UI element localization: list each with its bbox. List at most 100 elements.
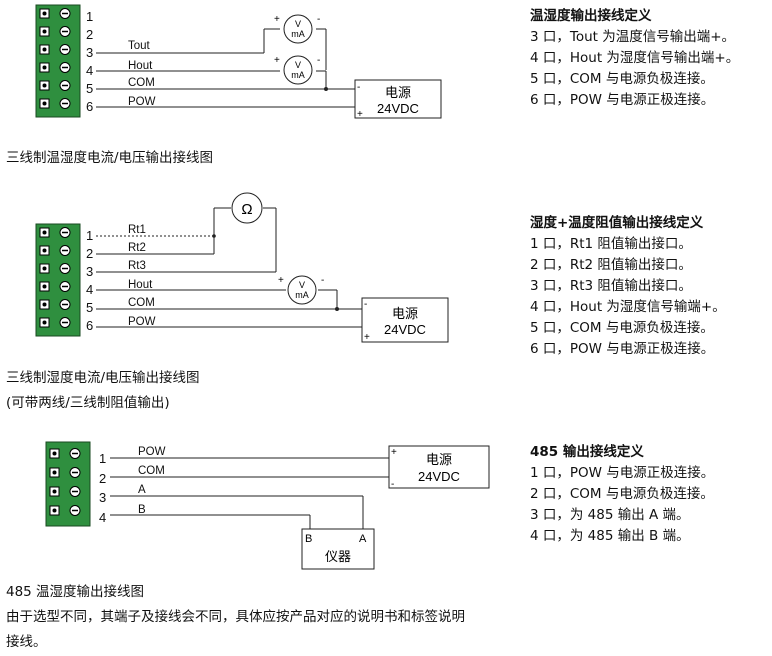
svg-text:mA: mA bbox=[295, 290, 309, 300]
definitions-panel-1: 温湿度输出接线定义 3 口，Tout 为温度信号输出端+。 4 口，Hout 为… bbox=[530, 6, 739, 111]
svg-text:B: B bbox=[138, 504, 146, 516]
definition-line: 3 口，Rt3 阻值输出接口。 bbox=[530, 278, 692, 294]
power-supply-1: 电源 24VDC - + bbox=[354, 79, 442, 120]
svg-text:Rt1: Rt1 bbox=[128, 224, 146, 236]
note-text: 接线。 bbox=[6, 634, 47, 650]
junction-dot bbox=[212, 234, 216, 238]
wire-labels-3: POW COM A B bbox=[138, 446, 166, 516]
svg-text:+: + bbox=[391, 447, 397, 458]
svg-text:Rt3: Rt3 bbox=[128, 260, 146, 272]
svg-text:-: - bbox=[357, 82, 360, 93]
svg-text:24VDC: 24VDC bbox=[377, 101, 419, 116]
definition-line: 4 口，Hout 为湿度信号输出端+。 bbox=[530, 50, 740, 66]
svg-text:+: + bbox=[274, 14, 280, 25]
terminal-block-3 bbox=[45, 441, 91, 527]
definitions-title: 485 输出接线定义 bbox=[530, 444, 644, 460]
ohm-meter-icon: Ω bbox=[231, 192, 263, 224]
pin-numbers-3: 12 34 bbox=[99, 451, 106, 525]
svg-text:A: A bbox=[138, 484, 146, 496]
svg-text:4: 4 bbox=[86, 63, 93, 78]
definition-line: 4 口，为 485 输出 B 端。 bbox=[530, 528, 690, 544]
svg-text:POW: POW bbox=[138, 446, 166, 458]
wire-labels-1: Tout Hout COM POW bbox=[128, 40, 156, 108]
definition-line: 5 口，COM 与电源负极连接。 bbox=[530, 71, 714, 87]
svg-text:1: 1 bbox=[86, 228, 93, 243]
diagram-caption: (可带两线/三线制阻值输出) bbox=[6, 395, 170, 411]
meter-icon: V mA + - bbox=[274, 55, 320, 85]
svg-text:仪器: 仪器 bbox=[325, 549, 351, 564]
svg-text:5: 5 bbox=[86, 81, 93, 96]
svg-text:5: 5 bbox=[86, 300, 93, 315]
svg-text:-: - bbox=[321, 275, 324, 286]
svg-text:24VDC: 24VDC bbox=[384, 322, 426, 337]
svg-text:Hout: Hout bbox=[128, 60, 153, 72]
definition-line: 2 口，COM 与电源负极连接。 bbox=[530, 486, 714, 502]
diagram-caption: 三线制温湿度电流/电压输出接线图 bbox=[6, 150, 214, 166]
svg-text:Ω: Ω bbox=[241, 201, 252, 218]
svg-text:B: B bbox=[305, 533, 312, 545]
definitions-panel-2: 湿度+温度阻值输出接线定义 1 口，Rt1 阻值输出接口。 2 口，Rt2 阻值… bbox=[530, 213, 726, 360]
svg-text:-: - bbox=[391, 479, 394, 490]
definition-line: 4 口，Hout 为湿度信号输端+。 bbox=[530, 299, 726, 315]
junction-dot bbox=[335, 307, 339, 311]
junction-dot bbox=[324, 87, 328, 91]
svg-text:COM: COM bbox=[128, 297, 155, 309]
wires-2 bbox=[96, 207, 362, 328]
svg-text:+: + bbox=[278, 275, 284, 286]
definition-line: 1 口，Rt1 阻值输出接口。 bbox=[530, 236, 692, 252]
svg-text:V: V bbox=[299, 280, 305, 290]
meter-icon: V mA + - bbox=[278, 275, 324, 305]
instrument-box: B A 仪器 bbox=[301, 528, 375, 570]
wires-3 bbox=[110, 457, 389, 529]
svg-text:Rt2: Rt2 bbox=[128, 242, 146, 254]
definition-line: 6 口，POW 与电源正极连接。 bbox=[530, 92, 715, 108]
svg-text:2: 2 bbox=[86, 27, 93, 42]
pin-numbers-1: 1 2 3 4 5 6 bbox=[86, 9, 93, 114]
svg-text:COM: COM bbox=[128, 77, 155, 89]
svg-text:电源: 电源 bbox=[392, 306, 418, 321]
svg-text:2: 2 bbox=[99, 471, 106, 486]
svg-text:+: + bbox=[357, 109, 363, 120]
svg-text:1: 1 bbox=[86, 9, 93, 24]
svg-text:Hout: Hout bbox=[128, 279, 153, 291]
svg-text:24VDC: 24VDC bbox=[418, 469, 460, 484]
svg-text:V: V bbox=[295, 60, 301, 70]
svg-text:3: 3 bbox=[86, 264, 93, 279]
power-supply-3: 电源 24VDC + - bbox=[388, 445, 490, 490]
svg-text:4: 4 bbox=[86, 282, 93, 297]
definition-line: 3 口，Tout 为温度信号输出端+。 bbox=[530, 29, 736, 45]
svg-text:6: 6 bbox=[86, 99, 93, 114]
definition-line: 1 口，POW 与电源正极连接。 bbox=[530, 465, 715, 481]
wires-1 bbox=[96, 28, 355, 108]
svg-text:mA: mA bbox=[291, 70, 305, 80]
svg-text:COM: COM bbox=[138, 465, 165, 477]
definitions-title: 温湿度输出接线定义 bbox=[530, 8, 652, 24]
diagram-caption: 485 温湿度输出接线图 bbox=[6, 584, 145, 600]
terminal-block-1 bbox=[35, 4, 81, 118]
terminal-block-2 bbox=[35, 223, 81, 337]
svg-text:3: 3 bbox=[86, 45, 93, 60]
svg-text:电源: 电源 bbox=[426, 452, 452, 467]
diagram-caption: 三线制湿度电流/电压输出接线图 bbox=[6, 370, 200, 386]
wire-labels-2: Rt1 Rt2 Rt3 Hout COM POW bbox=[128, 224, 156, 328]
svg-text:2: 2 bbox=[86, 246, 93, 261]
definitions-panel-3: 485 输出接线定义 1 口，POW 与电源正极连接。 2 口，COM 与电源负… bbox=[530, 442, 714, 547]
svg-text:电源: 电源 bbox=[385, 85, 411, 100]
svg-text:-: - bbox=[317, 14, 320, 25]
svg-text:3: 3 bbox=[99, 490, 106, 505]
svg-text:V: V bbox=[295, 19, 301, 29]
svg-text:4: 4 bbox=[99, 510, 106, 525]
definitions-title: 湿度+温度阻值输出接线定义 bbox=[530, 215, 704, 231]
svg-text:-: - bbox=[317, 55, 320, 66]
note-text: 由于选型不同，其端子及接线会不同，具体应按产品对应的说明书和标签说明 bbox=[6, 609, 465, 625]
svg-text:Tout: Tout bbox=[128, 40, 151, 52]
definition-line: 6 口，POW 与电源正极连接。 bbox=[530, 341, 715, 357]
meter-icon: V mA + - bbox=[274, 14, 320, 44]
definition-line: 3 口，为 485 输出 A 端。 bbox=[530, 507, 690, 523]
svg-text:6: 6 bbox=[86, 318, 93, 333]
svg-text:mA: mA bbox=[291, 29, 305, 39]
svg-text:A: A bbox=[359, 533, 367, 545]
definition-line: 5 口，COM 与电源负极连接。 bbox=[530, 320, 714, 336]
power-supply-2: 电源 24VDC - + bbox=[361, 297, 449, 343]
